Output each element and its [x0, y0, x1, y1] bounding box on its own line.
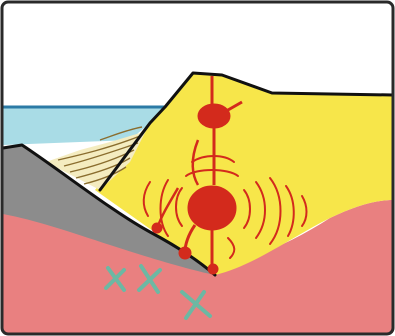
melt-droplet — [152, 223, 162, 233]
main-magma-chamber — [188, 186, 236, 230]
upper-magma-chamber — [198, 104, 230, 128]
melt-droplet — [179, 247, 191, 259]
melt-droplet — [208, 264, 218, 274]
